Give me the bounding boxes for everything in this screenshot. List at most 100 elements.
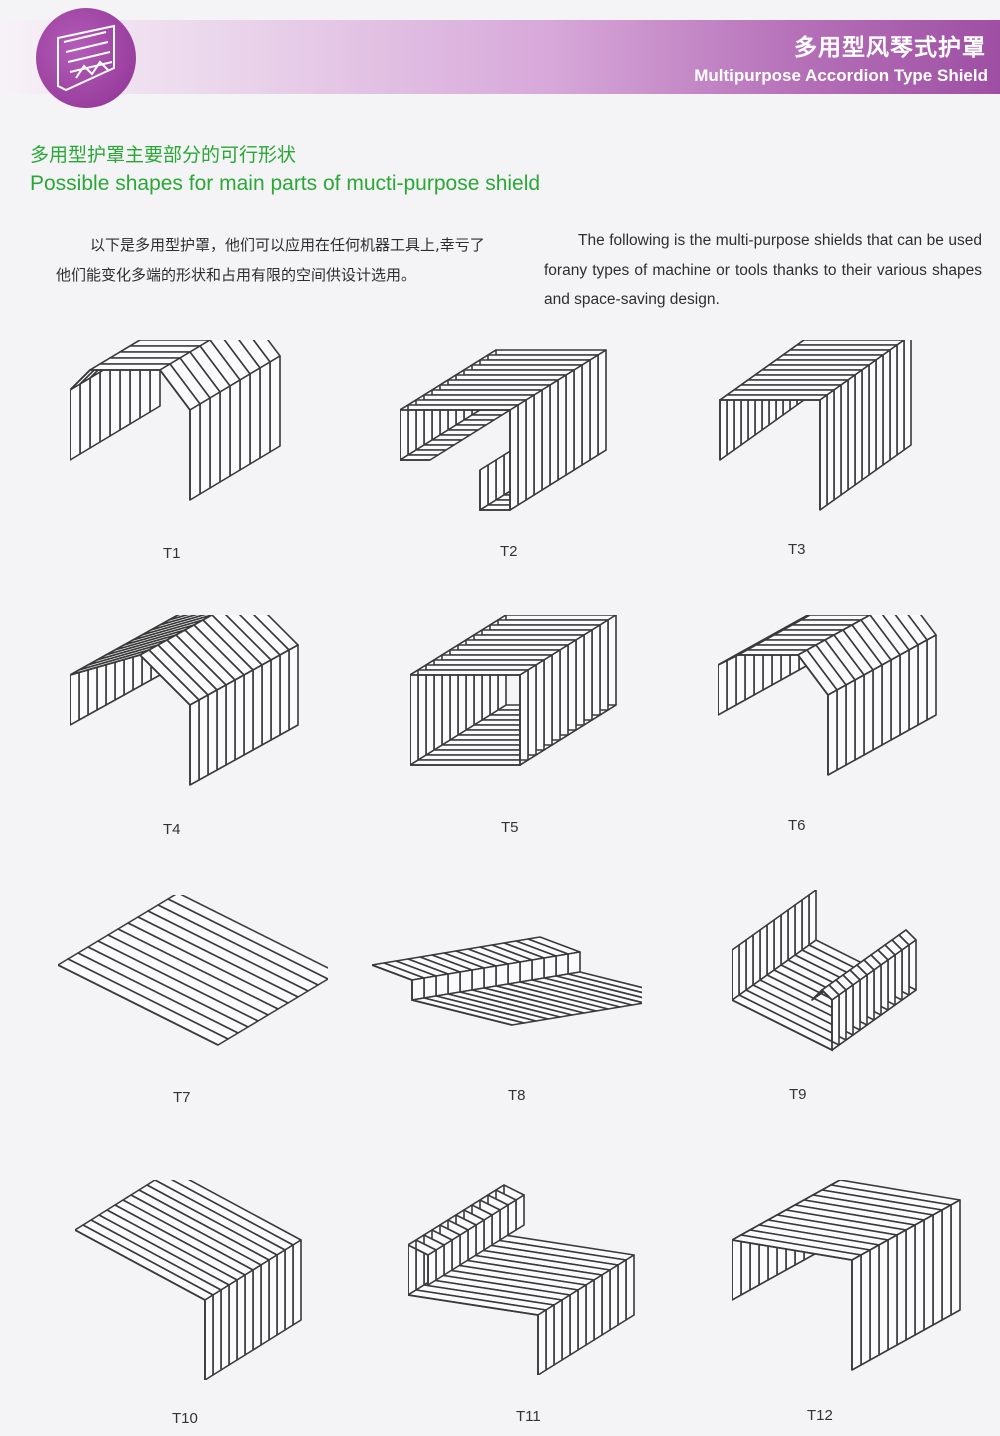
pleat-face <box>495 454 505 501</box>
pleat-face <box>599 619 609 716</box>
pleat-face <box>268 1254 278 1341</box>
pleat-face <box>270 654 281 741</box>
pleat-face <box>773 914 782 971</box>
pleat-face <box>89 371 101 449</box>
header-logo-circle <box>36 8 136 108</box>
section-title-zh: 多用型护罩主要部分的可行形状 <box>30 144 297 166</box>
accordion-shape-t3-icon <box>719 340 912 511</box>
pleat-face <box>244 1269 254 1356</box>
pleat-face <box>868 359 877 476</box>
pleat-face <box>941 1204 952 1321</box>
pleat-face <box>284 1244 294 1331</box>
pleat-face <box>735 649 746 706</box>
front-edge <box>70 653 191 785</box>
pleat-face <box>567 951 581 975</box>
accordion-shape-t5-icon <box>410 615 617 766</box>
shape-t9 <box>732 890 1000 1090</box>
accordion-shape-t11-icon <box>408 1184 635 1375</box>
shape-label-t2: T2 <box>500 543 518 560</box>
front-edge <box>718 654 829 775</box>
header-band <box>0 20 1000 94</box>
pleat-face <box>827 689 838 776</box>
pleat-face <box>411 977 425 1001</box>
front-edge <box>70 369 191 500</box>
pleat-face <box>99 365 111 443</box>
pleat-face <box>545 1304 555 1371</box>
pleat-face <box>252 1264 262 1351</box>
pleat-face <box>607 615 617 711</box>
shape-label-t1: T1 <box>163 545 181 562</box>
pleat-face <box>551 649 561 746</box>
pleat-face <box>459 969 473 993</box>
pleat-face <box>507 1199 517 1236</box>
pleat-face <box>903 340 912 451</box>
pleat-face <box>527 664 537 761</box>
pleat-face <box>932 1209 943 1326</box>
shape-t3 <box>710 340 980 540</box>
pleat-face <box>537 1309 547 1375</box>
pleat-face <box>896 1229 907 1346</box>
pleat-face <box>243 669 254 756</box>
pleat-face <box>882 349 891 466</box>
shape-t2 <box>400 340 670 540</box>
pleat-face <box>189 403 201 501</box>
front-edge <box>58 964 219 1046</box>
pleat-face <box>609 1264 619 1331</box>
pleat-face <box>726 654 737 711</box>
accordion-shield-icon <box>57 24 115 92</box>
pleat-face <box>597 349 607 456</box>
pleat-face <box>495 963 509 987</box>
front-edge <box>410 674 521 766</box>
pleat-face <box>752 929 761 986</box>
shape-t10 <box>75 1180 345 1380</box>
accordion-shape-t2-icon <box>400 349 607 511</box>
shape-t8 <box>372 925 642 1125</box>
pleat-face <box>519 669 529 766</box>
pleat-face <box>926 634 937 721</box>
header-title-zh: 多用型风琴式护罩 <box>794 35 986 61</box>
pleat-face <box>276 1249 286 1336</box>
pleat-face <box>863 669 874 756</box>
pleat-face <box>881 659 892 746</box>
front-edge <box>732 1239 853 1370</box>
pleat-face <box>890 654 901 741</box>
pleat-face <box>577 1284 587 1351</box>
pleat-face <box>601 1269 611 1336</box>
pleat-face <box>851 1254 862 1371</box>
front-edge <box>372 964 513 1026</box>
pleat-face <box>443 1239 453 1276</box>
pleat-face <box>836 684 847 771</box>
shape-label-t5: T5 <box>501 819 519 836</box>
pleat-face <box>212 1289 222 1376</box>
front-edge <box>719 399 821 510</box>
pleat-face <box>459 1229 469 1266</box>
pleat-face <box>719 394 728 461</box>
pleat-face <box>732 944 740 1001</box>
shape-label-t11: T11 <box>516 1408 541 1425</box>
pleat-face <box>887 1234 898 1351</box>
pleat-face <box>565 369 575 476</box>
pleat-face <box>833 384 842 501</box>
pleat-face <box>261 659 272 746</box>
pleat-face <box>861 364 870 481</box>
pleat-face <box>119 345 201 353</box>
pleat-face <box>229 379 241 477</box>
section-title-en: Possible shapes for main parts of mucti-… <box>30 172 541 195</box>
front-edge <box>400 409 511 511</box>
accordion-shape-t1-icon <box>70 340 281 501</box>
pleat-face <box>535 659 545 756</box>
pleat-face <box>808 890 817 946</box>
pleat-face <box>228 1279 238 1366</box>
pleat-face <box>471 967 485 991</box>
pleat-face <box>249 367 261 465</box>
pleat-face <box>417 664 427 761</box>
pleat-face <box>923 1214 934 1331</box>
pleat-face <box>209 391 221 489</box>
shape-label-t8: T8 <box>508 1087 526 1104</box>
pleat-face <box>427 1249 437 1286</box>
intro-paragraph-en: The following is the multi-purpose shiel… <box>544 232 982 308</box>
pleat-face <box>561 1294 571 1361</box>
accordion-shape-t9-icon <box>732 890 917 1052</box>
pleat-face <box>447 971 461 995</box>
pleat-face <box>896 340 905 456</box>
